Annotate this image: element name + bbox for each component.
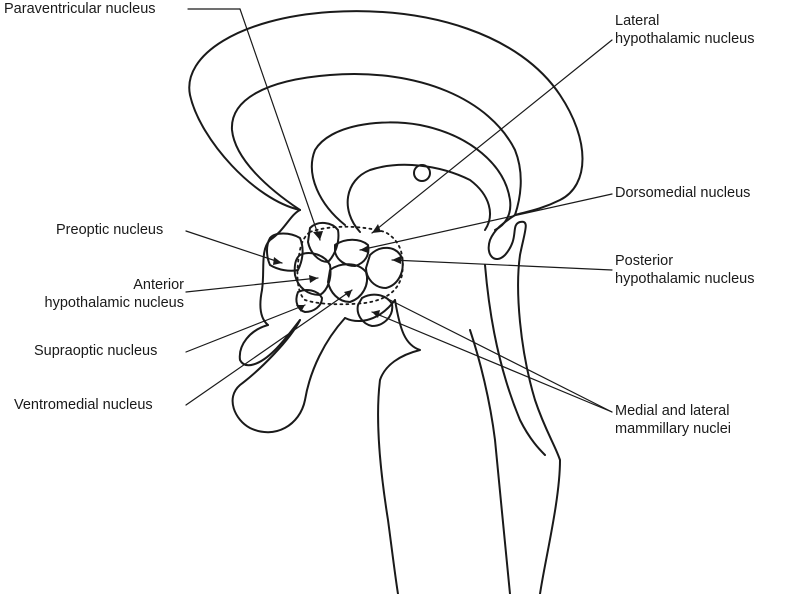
label-mammillary-line1: Medial and lateral: [615, 403, 730, 419]
leader-ventromedial: [185, 289, 353, 406]
interthalamic-adhesion: [413, 164, 431, 182]
label-mammillary-line2: mammillary nuclei: [615, 421, 732, 437]
label-posterior-line1: Posterior: [615, 253, 674, 269]
leader-paraventricular-diag: [239, 8, 321, 241]
dorsomedial-shape: [334, 238, 370, 267]
ventromedial-shape: [327, 263, 368, 303]
inner-arch: [230, 73, 522, 216]
label-lateral: Lateral hypothalamic nucleus: [615, 12, 754, 48]
label-posterior-line2: hypothalamic nucleus: [615, 271, 755, 287]
brainstem-posterior: [487, 214, 561, 594]
leader-mammillary-a: [371, 311, 613, 413]
label-ventromedial: Ventromedial nucleus: [14, 397, 153, 413]
label-preoptic: Preoptic nucleus: [56, 222, 164, 238]
pituitary-gland: [231, 317, 346, 434]
brainstem-anterior: [377, 299, 421, 594]
label-anterior-line2: hypothalamic nucleus: [44, 295, 184, 311]
leader-preoptic: [185, 230, 283, 264]
label-lateral-line1: Lateral: [615, 13, 660, 29]
thalamus-inner: [346, 163, 491, 233]
posterior-shape: [365, 246, 404, 289]
lateral-hypothalamic-boundary: [296, 225, 404, 306]
pons-front: [469, 329, 511, 594]
label-lateral-line2: hypothalamic nucleus: [615, 31, 755, 47]
label-posterior: Posterior hypothalamic nucleus: [615, 252, 754, 288]
label-mammillary: Medial and lateral mammillary nuclei: [615, 402, 731, 438]
leader-lateral: [371, 39, 613, 234]
leader-mammillary-b: [381, 295, 613, 413]
brainstem-inner-line: [484, 264, 546, 456]
optic-chiasm-outline: [259, 209, 301, 326]
leader-lines: [185, 8, 613, 413]
arrowheads: [273, 224, 401, 318]
leader-anterior: [185, 277, 319, 293]
leader-posterior: [391, 259, 613, 271]
label-supraoptic: Supraoptic nucleus: [34, 343, 158, 359]
label-anterior: Anterior hypothalamic nucleus: [4, 276, 184, 312]
leader-supraoptic: [185, 304, 306, 353]
fornix-outline: [310, 121, 512, 231]
outer-contour: [188, 10, 584, 216]
label-anterior-line1: Anterior: [133, 277, 184, 293]
mammillary-shape: [356, 293, 394, 327]
pituitary-stalk: [238, 319, 301, 367]
label-dorsomedial: Dorsomedial nucleus: [615, 185, 751, 201]
preoptic-shape: [266, 232, 304, 272]
anterior-shape: [293, 252, 332, 296]
label-paraventricular: Paraventricular nucleus: [4, 1, 156, 17]
leader-dorsomedial: [359, 193, 613, 251]
